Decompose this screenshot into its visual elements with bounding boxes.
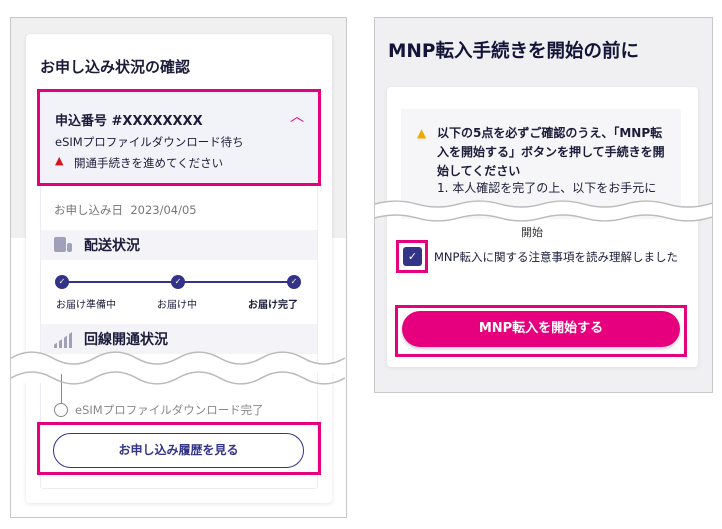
omission-wave xyxy=(11,351,346,385)
line-header: 回線開通状況 xyxy=(41,324,317,354)
order-status: eSIMプロファイルダウンロード待ち xyxy=(55,135,244,149)
truck-icon xyxy=(54,237,66,252)
order-number: 申込番号 #XXXXXXXX xyxy=(55,114,203,129)
page-title: MNP転入手続きを開始の前に xyxy=(388,41,639,62)
warning-icon: ▲ xyxy=(417,126,427,140)
esim-step-label: eSIMプロファイルダウンロード完了 xyxy=(75,403,264,417)
step-check-icon: ✓ xyxy=(287,275,301,289)
delivery-title: 配送状況 xyxy=(84,238,140,254)
history-highlight: お申し込み履歴を見る xyxy=(37,422,321,475)
left-screen: お申し込み状況の確認 申込番号 #XXXXXXXX ︿ eSIMプロファイルダウ… xyxy=(10,17,347,518)
date-value: 2023/04/05 xyxy=(130,203,197,217)
checkbox-highlight: ✓ xyxy=(396,240,428,273)
warning-text: 以下の5点を必ずご確認のうえ、「MNP転入を開始する」ボタンを押して手続きを開始… xyxy=(437,126,665,178)
omission-wave xyxy=(375,200,712,222)
alert-text: 開通手続きを進めてください xyxy=(74,156,224,170)
right-screen: MNP転入手続きを開始の前に ▲ 以下の5点を必ずご確認のうえ、「MNP転入を開… xyxy=(374,17,713,393)
status-card: お申し込み状況の確認 申込番号 #XXXXXXXX ︿ eSIMプロファイルダウ… xyxy=(26,34,332,503)
start-highlight: MNP転入を開始する xyxy=(395,305,687,357)
date-label: お申し込み日 xyxy=(54,203,123,217)
agree-label[interactable]: MNP転入に関する注意事項を読み理解しました xyxy=(434,250,678,264)
chevron-up-icon[interactable]: ︿ xyxy=(290,109,304,125)
step-label: お届け準備中 xyxy=(56,300,116,311)
mnp-card: ▲ 以下の5点を必ずご確認のうえ、「MNP転入を開始する」ボタンを押して手続きを… xyxy=(387,87,698,367)
step-label: お届け中 xyxy=(157,300,197,311)
step-check-icon: ✓ xyxy=(171,275,185,289)
order-date: お申し込み日 2023/04/05 xyxy=(54,202,197,218)
alert-icon: ▲ xyxy=(55,154,64,167)
history-button[interactable]: お申し込み履歴を見る xyxy=(53,433,304,468)
card-title: お申し込み状況の確認 xyxy=(40,58,191,76)
warning-box: ▲ 以下の5点を必ずご確認のうえ、「MNP転入を開始する」ボタンを押して手続きを… xyxy=(401,109,681,219)
order-summary[interactable]: 申込番号 #XXXXXXXX ︿ eSIMプロファイルダウンロード待ち ▲ 開通… xyxy=(37,89,321,186)
start-mnp-button[interactable]: MNP転入を開始する xyxy=(402,311,680,347)
truck-cab xyxy=(67,243,72,252)
checklist-item: 1. 本人確認を完了の上、以下をお手元に xyxy=(437,181,657,195)
line-title: 回線開通状況 xyxy=(84,332,168,348)
step-circle-icon xyxy=(54,403,68,417)
step-connector xyxy=(61,374,62,406)
step-label: お届け完了 xyxy=(248,300,298,311)
partial-text: 開始 xyxy=(521,226,543,239)
step-check-icon: ✓ xyxy=(55,275,69,289)
agree-checkbox[interactable]: ✓ xyxy=(403,247,422,266)
delivery-header: 配送状況 xyxy=(41,230,317,260)
